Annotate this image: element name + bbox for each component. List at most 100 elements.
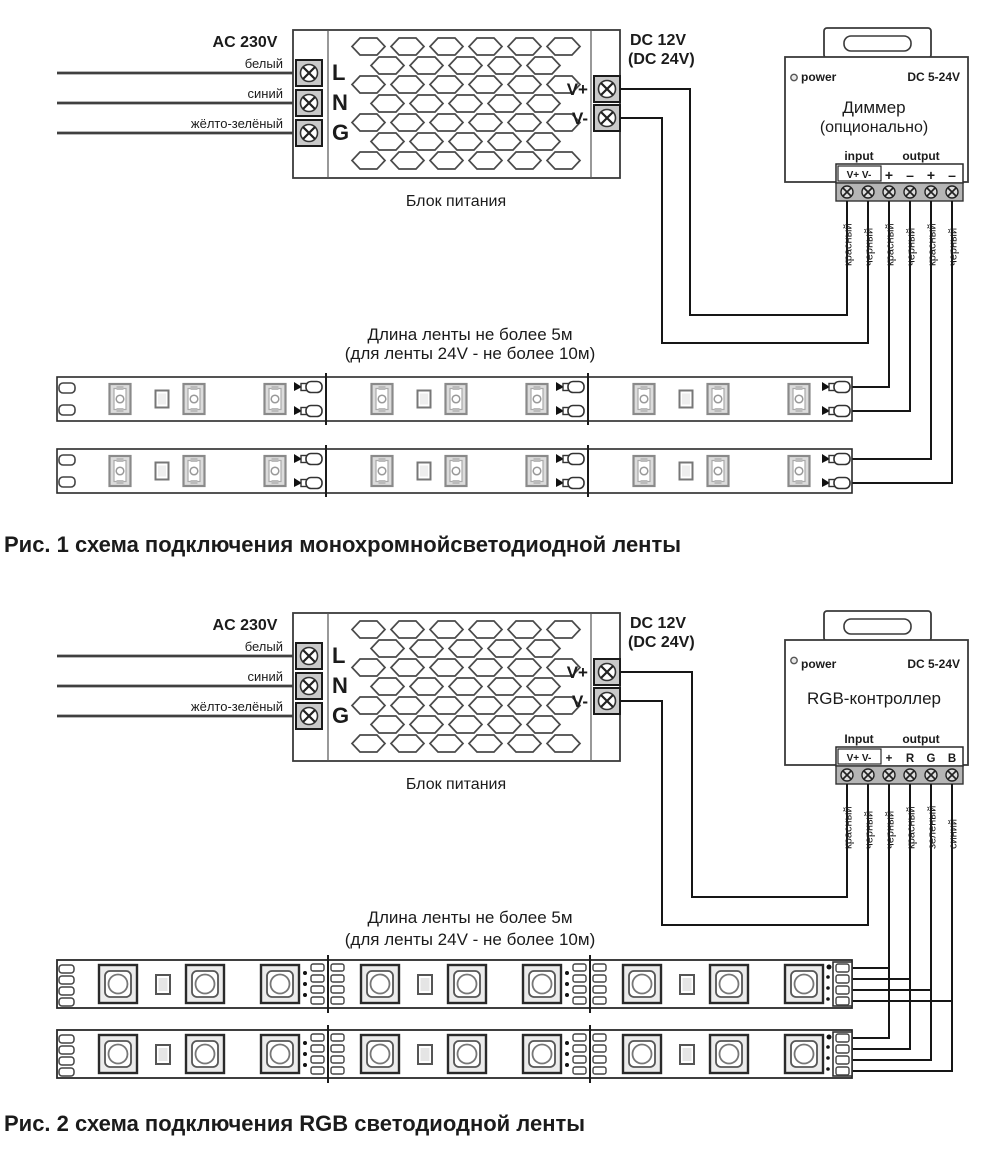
figure2-psu-input-terminal-1: N (332, 673, 348, 698)
solder-dot (826, 964, 832, 970)
solder-pad (58, 382, 76, 394)
vent-hexagon (447, 94, 484, 113)
solder-pad (58, 1056, 75, 1066)
led-contact (640, 480, 648, 484)
screw-slot-icon (863, 187, 873, 197)
solder-pad (572, 996, 587, 1005)
vent-hexagon (408, 677, 445, 696)
fig1-psu-name: Блок питания (406, 193, 506, 210)
led-contact (714, 386, 722, 390)
rgb-led-chip (107, 973, 129, 995)
figure1-controller-output-terminal-1: – (906, 167, 914, 183)
led-contact (714, 458, 722, 462)
solder-pad (835, 985, 850, 995)
vent-hexagon (369, 715, 406, 734)
solder-dot (565, 1063, 569, 1067)
solder-dot (303, 971, 307, 975)
solder-pad (58, 1034, 75, 1044)
figure1-wire-color-label-4: красный (927, 223, 939, 266)
led-chip (794, 466, 804, 476)
solder-pad (592, 1033, 607, 1042)
screw-slot-icon (600, 111, 614, 125)
figure2-wire-color-label-0: красный (843, 806, 855, 849)
vent-hexagon (350, 37, 387, 56)
screw-slot-icon (863, 770, 873, 780)
figure2-psu-input-terminal-2: G (332, 703, 349, 728)
fig2-dc-voltage-alt-label: (DC 24V) (628, 634, 695, 651)
led-chip (270, 466, 280, 476)
rgb-led-chip (107, 1043, 129, 1065)
screw-slot-icon (842, 770, 852, 780)
vent-hexagon (506, 75, 543, 94)
end-connector (832, 1031, 853, 1077)
wire (852, 201, 911, 412)
solder-pad (835, 1055, 850, 1065)
led-contact (452, 480, 460, 484)
vent-hexagon (389, 658, 426, 677)
led-contact (640, 386, 648, 390)
vent-hexagon (369, 56, 406, 75)
figure2-wire-color-label-1: черный (864, 811, 876, 849)
wire-arrow-icon (294, 382, 302, 391)
solder-pad (835, 1033, 850, 1043)
vent-hexagon (428, 734, 465, 753)
vent-hexagon (350, 734, 387, 753)
resistor (420, 465, 428, 477)
connector-crimp (567, 476, 585, 490)
solder-dot (565, 1052, 569, 1056)
screw-terminal-strip (835, 765, 964, 785)
vent-hexagon (428, 113, 465, 132)
solder-pad (310, 974, 325, 983)
figure2-controller-output-terminal-3: B (948, 753, 956, 765)
fig2-wire-label-yellow-green: жёлто-зелёный (191, 699, 283, 714)
led-chip (532, 394, 542, 404)
led-chip (451, 466, 461, 476)
led-contact (190, 480, 198, 484)
led-chip (532, 466, 542, 476)
led-contact (714, 408, 722, 412)
solder-pad (330, 1066, 345, 1075)
wire (852, 201, 890, 388)
vent-hexagon (447, 639, 484, 658)
solder-pad (310, 985, 325, 994)
vent-hexagon (408, 132, 445, 151)
fig1-dc-voltage-label: DC 12V (630, 32, 686, 49)
fig2-dc-voltage-label: DC 12V (630, 615, 686, 632)
vent-hexagon (506, 696, 543, 715)
solder-pad (835, 974, 850, 984)
fig2-caption: Рис. 2 схема подключения RGB светодиодно… (4, 1111, 585, 1136)
led-contact (533, 386, 541, 390)
vent-hexagon (486, 677, 523, 696)
vent-hexagon (525, 677, 562, 696)
input-terminal-box (837, 748, 882, 765)
connector-crimp (305, 452, 323, 466)
solder-pad (330, 1033, 345, 1042)
solder-dot (565, 1041, 569, 1045)
solder-pad (58, 997, 75, 1007)
solder-pad (835, 996, 850, 1006)
mounting-slot (843, 618, 912, 635)
figure2-wire-color-label-5: синий (948, 819, 960, 849)
fig2-note-line1: Длина ленты не более 5м (367, 908, 572, 927)
vent-hexagon (389, 620, 426, 639)
wire-arrow-icon (822, 382, 830, 391)
solder-pad (330, 1044, 345, 1053)
vent-hexagon (506, 37, 543, 56)
controller-box (784, 56, 969, 183)
fig1-controller-power-label: power (801, 70, 837, 84)
wire (852, 201, 953, 484)
fig1-controller-title: Диммер (842, 98, 905, 117)
rgb-led-chip (456, 973, 478, 995)
solder-pad (572, 1055, 587, 1064)
vent-hexagon (486, 132, 523, 151)
wire (852, 784, 953, 1072)
vent-hexagon (467, 151, 504, 170)
solder-dot (826, 1056, 830, 1060)
figure2-controller-output-terminal-0: + (886, 753, 893, 765)
mounting-slot (843, 35, 912, 52)
connector-crimp (305, 380, 323, 394)
solder-dot (826, 1067, 830, 1071)
figure1-wire-color-label-2: красный (885, 223, 897, 266)
solder-pad (330, 985, 345, 994)
